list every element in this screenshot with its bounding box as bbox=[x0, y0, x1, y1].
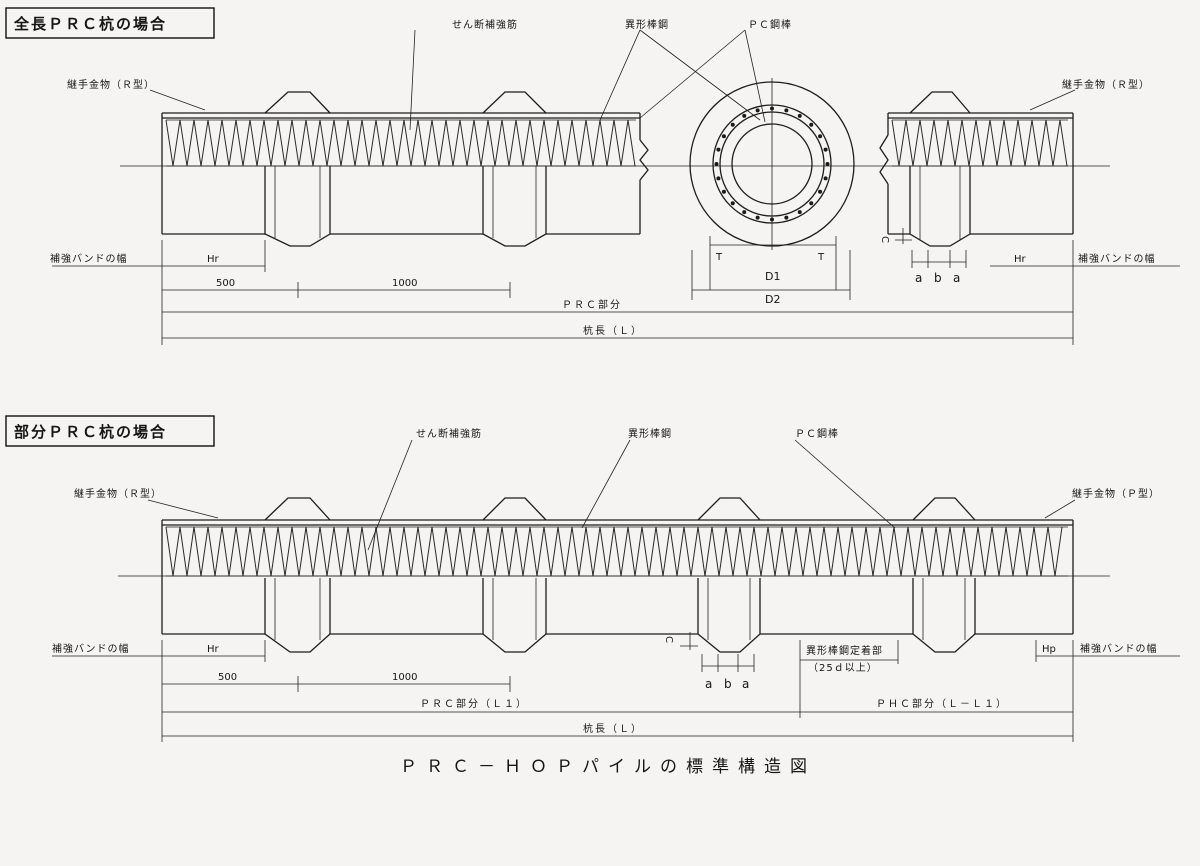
s1-b: b bbox=[934, 271, 942, 285]
drawing-caption: ＰＲＣ－ＨＯＰパイルの標準構造図 bbox=[400, 757, 816, 777]
s2-prc-part: ＰＲＣ部分（Ｌ１） bbox=[420, 697, 528, 710]
s2-a2: a bbox=[742, 677, 749, 691]
s2-pile-length: 杭長（Ｌ） bbox=[583, 722, 643, 735]
s2-band-right: 補強バンドの幅 bbox=[1080, 642, 1158, 655]
s2-label-joint-left: 継手金物（Ｒ型） bbox=[74, 487, 162, 500]
section2-title-box: 部分ＰＲＣ杭の場合 bbox=[5, 415, 215, 447]
s1-C: C bbox=[879, 236, 890, 243]
pc-bar-dot bbox=[784, 108, 789, 113]
s2-band-left: 補強バンドの幅 bbox=[52, 642, 130, 655]
section2-pile bbox=[161, 497, 1074, 653]
section1-spiral-left bbox=[165, 119, 636, 167]
s1-T-left: T bbox=[715, 252, 723, 263]
pc-bar-dot bbox=[797, 113, 802, 118]
pc-bar-dot bbox=[755, 108, 760, 113]
pc-bar-dot bbox=[721, 134, 726, 139]
s1-label-pc: ＰＣ鋼棒 bbox=[748, 18, 792, 31]
section1-title-box: 全長ＰＲＣ杭の場合 bbox=[5, 7, 215, 39]
s2-anchor-len: （25ｄ以上） bbox=[808, 662, 878, 674]
s2-label-deformed: 異形棒鋼 bbox=[628, 427, 672, 440]
section2-dimensions bbox=[52, 632, 1180, 742]
pc-bar-dot bbox=[797, 210, 802, 215]
pc-bar-dot bbox=[825, 162, 830, 166]
pc-bar-dot bbox=[730, 122, 735, 127]
s1-D1: D1 bbox=[765, 270, 780, 283]
s2-phc-part: ＰＨＣ部分（Ｌ－Ｌ１） bbox=[876, 697, 1008, 710]
section1-title: 全長ＰＲＣ杭の場合 bbox=[13, 15, 167, 33]
spiral-line bbox=[891, 119, 1068, 167]
section1-dimensions bbox=[52, 228, 1180, 345]
section1-leaders bbox=[149, 29, 1076, 131]
spiral-line bbox=[165, 119, 636, 167]
section1-cross-section bbox=[689, 78, 855, 250]
section1-pile-right bbox=[879, 91, 1074, 247]
section2-leaders bbox=[147, 439, 1076, 551]
s1-dim-500: 500 bbox=[216, 278, 235, 289]
s1-hr-left: Hr bbox=[207, 254, 220, 265]
s2-dim-500: 500 bbox=[218, 672, 237, 683]
pc-bar-dot bbox=[714, 162, 719, 166]
pc-bar-dot bbox=[742, 113, 747, 118]
s1-label-deformed: 異形棒鋼 bbox=[625, 18, 669, 31]
s1-band-right: 補強バンドの幅 bbox=[1078, 252, 1156, 265]
s1-label-joint-left: 継手金物（Ｒ型） bbox=[67, 78, 155, 91]
s2-C: C bbox=[663, 636, 674, 643]
pc-bar-dot bbox=[809, 201, 814, 206]
section1-spiral-right bbox=[891, 119, 1068, 167]
spiral-line bbox=[165, 526, 1063, 577]
s1-pile-length: 杭長（Ｌ） bbox=[583, 324, 643, 337]
pc-bar-dot bbox=[818, 134, 823, 139]
s2-dim-1000: 1000 bbox=[392, 672, 417, 683]
pc-bar-dot bbox=[823, 176, 828, 181]
s2-label-joint-right: 継手金物（Ｐ型） bbox=[1072, 487, 1160, 500]
pc-bar-dot bbox=[784, 215, 789, 220]
s1-label-shear: せん断補強筋 bbox=[452, 18, 518, 31]
section2-spiral bbox=[165, 526, 1068, 577]
s1-hr-right: Hr bbox=[1014, 254, 1027, 265]
pc-bar-dots bbox=[714, 106, 830, 222]
pc-bar-dot bbox=[716, 147, 721, 152]
s1-label-joint-right: 継手金物（Ｒ型） bbox=[1062, 78, 1150, 91]
s2-anchor: 異形棒鋼定着部 bbox=[806, 644, 883, 657]
s1-T-right: T bbox=[817, 252, 825, 263]
section2-title: 部分ＰＲＣ杭の場合 bbox=[14, 423, 167, 441]
pc-bar-dot bbox=[730, 201, 735, 206]
s2-hp: Hp bbox=[1042, 644, 1056, 655]
s1-band-left: 補強バンドの幅 bbox=[50, 252, 128, 265]
s1-a2: a bbox=[953, 271, 960, 285]
pc-bar-dot bbox=[818, 189, 823, 194]
section1-pile-left bbox=[161, 91, 649, 247]
s1-a1: a bbox=[915, 271, 922, 285]
s2-label-pc: ＰＣ鋼棒 bbox=[795, 427, 839, 440]
pc-bar-dot bbox=[755, 215, 760, 220]
s1-prc-part: ＰＲＣ部分 bbox=[562, 298, 622, 311]
pc-bar-dot bbox=[742, 210, 747, 215]
pc-bar-dot bbox=[809, 122, 814, 127]
s2-b: b bbox=[724, 677, 732, 691]
s1-dim-1000: 1000 bbox=[392, 278, 417, 289]
pc-bar-dot bbox=[716, 176, 721, 181]
pc-bar-dot bbox=[823, 147, 828, 152]
s2-a1: a bbox=[705, 677, 712, 691]
s2-label-shear: せん断補強筋 bbox=[416, 427, 482, 440]
s1-D2: D2 bbox=[765, 293, 780, 306]
pc-bar-dot bbox=[721, 189, 726, 194]
s2-hr: Hr bbox=[207, 644, 220, 655]
